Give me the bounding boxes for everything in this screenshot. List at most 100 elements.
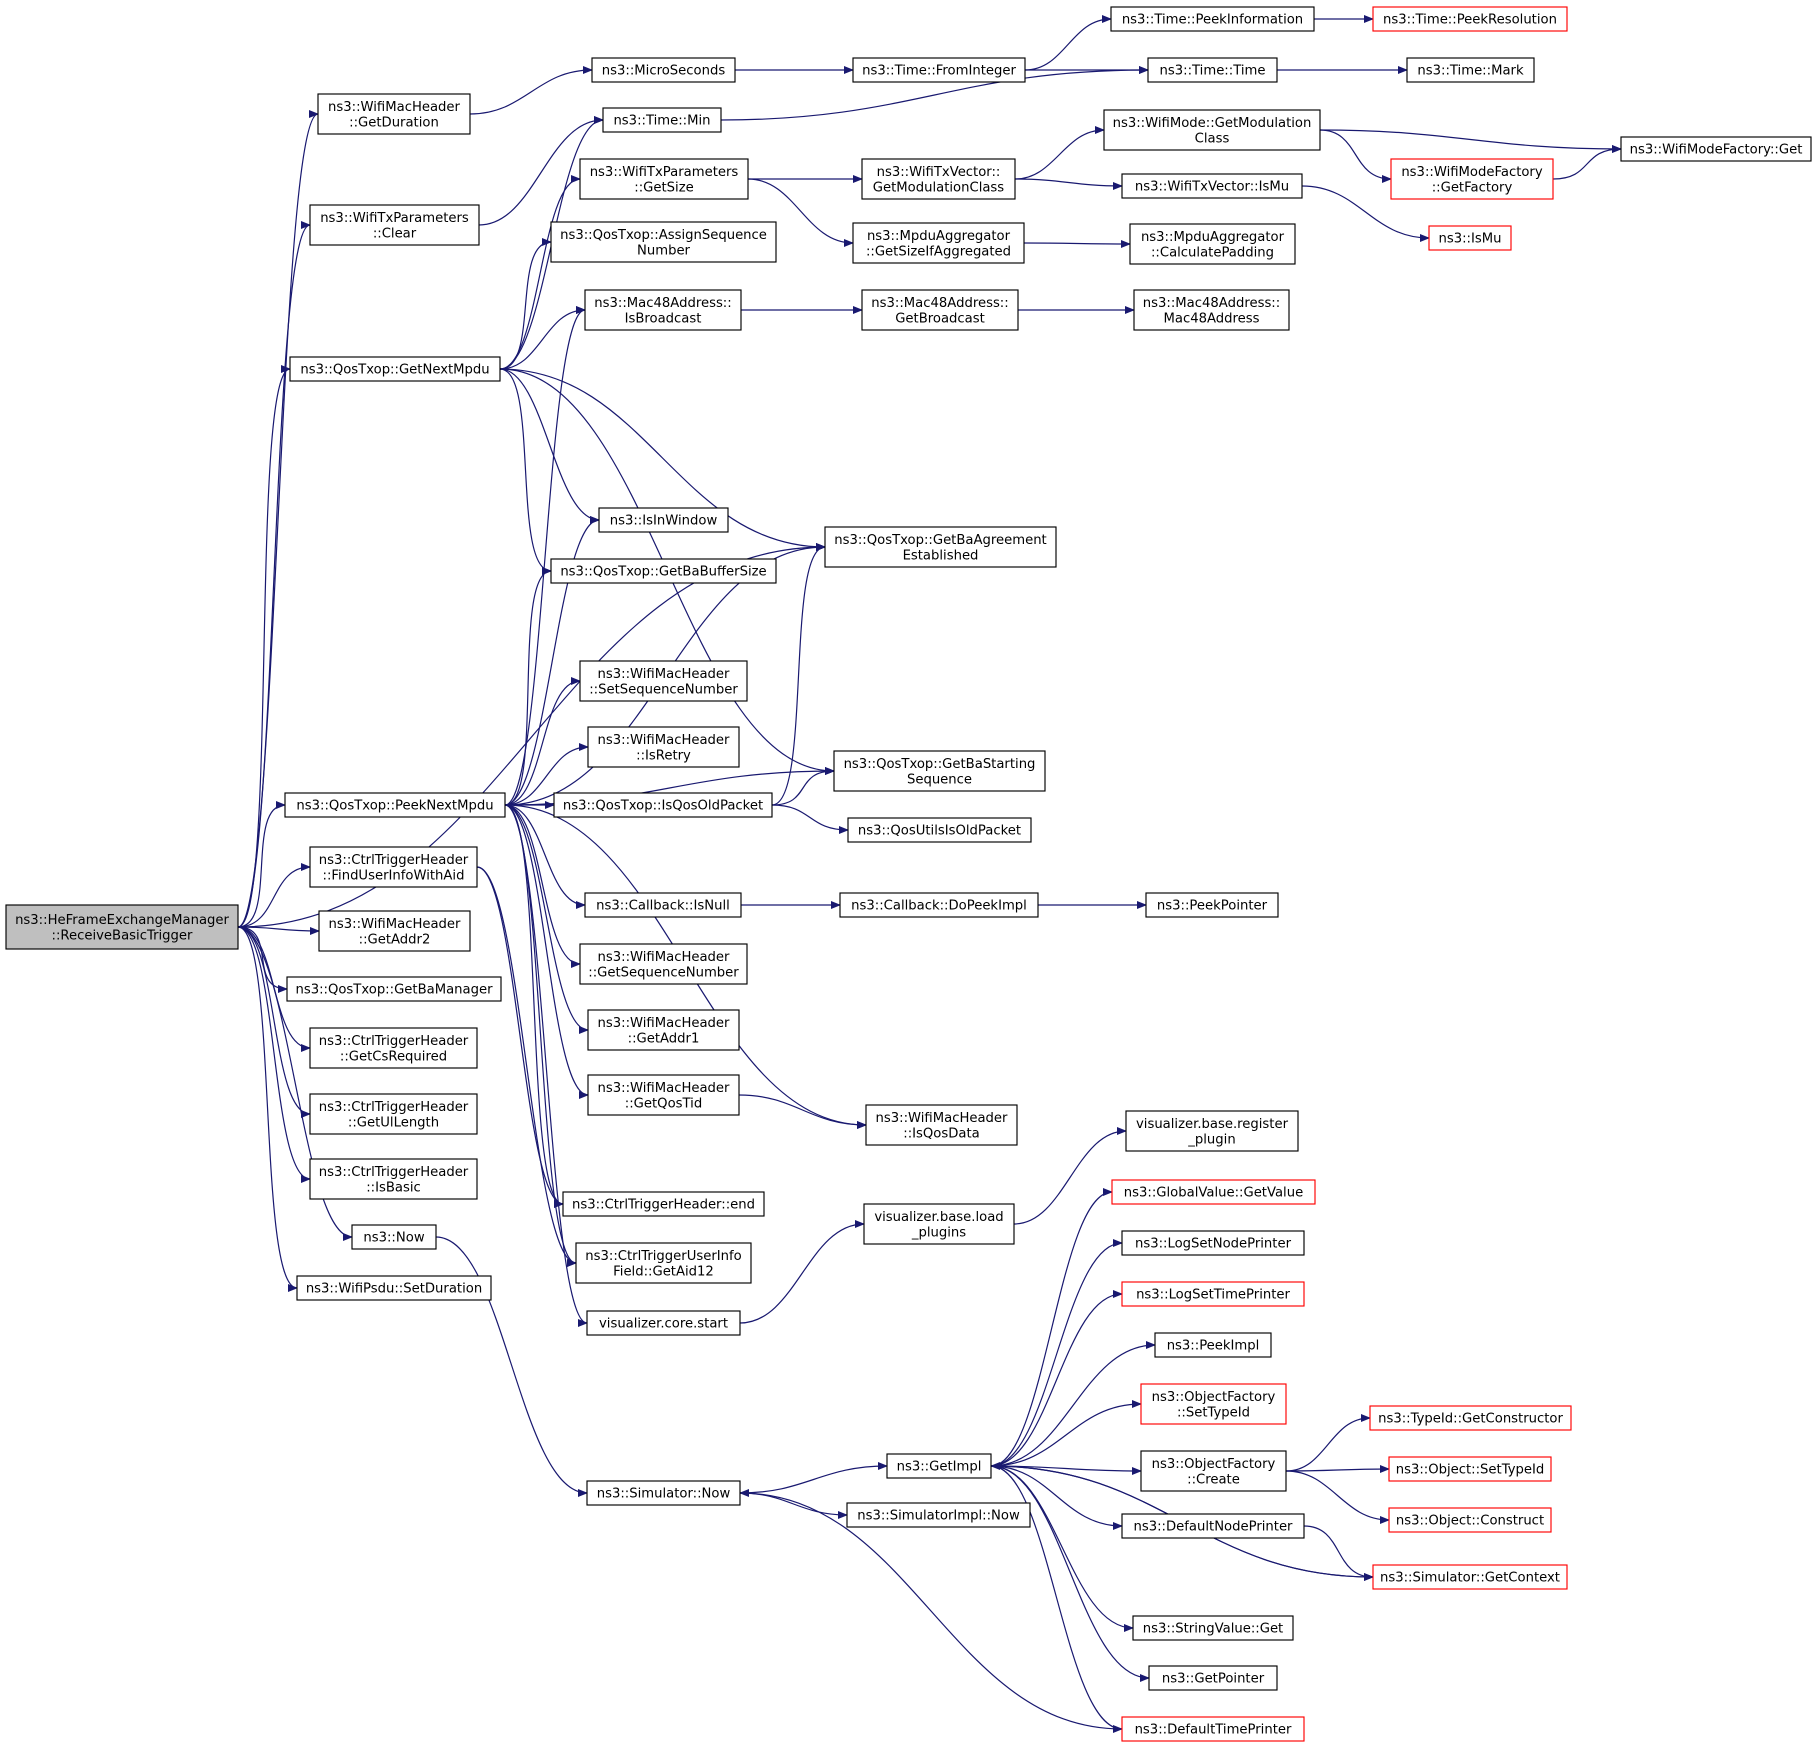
node-box[interactable] bbox=[286, 976, 502, 1002]
node-box[interactable] bbox=[861, 289, 1019, 331]
node-getnext[interactable]: ns3::QosTxop::GetNextMpdu bbox=[289, 356, 501, 382]
node-vreg[interactable]: visualizer.base.register_plugin bbox=[1125, 1110, 1299, 1152]
node-box[interactable] bbox=[553, 792, 773, 818]
node-txvmu[interactable]: ns3::WifiTxVector::IsMu bbox=[1121, 173, 1303, 199]
node-box[interactable] bbox=[598, 507, 729, 533]
node-micro[interactable]: ns3::MicroSeconds bbox=[591, 57, 736, 83]
node-txpsize[interactable]: ns3::WifiTxParameters::GetSize bbox=[579, 158, 749, 200]
node-box[interactable] bbox=[1110, 6, 1315, 32]
node-box[interactable] bbox=[1406, 57, 1535, 83]
node-ullen[interactable]: ns3::CtrlTriggerHeader::GetUlLength bbox=[309, 1093, 478, 1135]
node-peekres[interactable]: ns3::Time::PeekResolution bbox=[1372, 6, 1568, 32]
node-box[interactable] bbox=[1133, 289, 1290, 331]
node-vload[interactable]: visualizer.base.load_plugins bbox=[863, 1203, 1015, 1245]
node-objcons[interactable]: ns3::Object::Construct bbox=[1388, 1507, 1552, 1533]
node-simimplnow[interactable]: ns3::SimulatorImpl::Now bbox=[846, 1502, 1031, 1528]
node-deftime[interactable]: ns3::DefaultTimePrinter bbox=[1121, 1716, 1305, 1742]
node-box[interactable] bbox=[1388, 1456, 1552, 1482]
node-box[interactable] bbox=[1121, 173, 1303, 199]
node-box[interactable] bbox=[824, 526, 1057, 568]
node-box[interactable] bbox=[309, 204, 480, 246]
node-ofcreate[interactable]: ns3::ObjectFactory::Create bbox=[1140, 1450, 1287, 1492]
node-box[interactable] bbox=[586, 1310, 741, 1336]
node-box[interactable] bbox=[550, 558, 777, 584]
node-peekimpl[interactable]: ns3::PeekImpl bbox=[1154, 1332, 1272, 1358]
node-now[interactable]: ns3::Now bbox=[351, 1224, 437, 1250]
node-getctor[interactable]: ns3::TypeId::GetConstructor bbox=[1369, 1405, 1572, 1431]
node-simnow[interactable]: ns3::Simulator::Now bbox=[586, 1480, 741, 1506]
node-box[interactable] bbox=[1140, 1383, 1287, 1425]
node-cbnull[interactable]: ns3::Callback::IsNull bbox=[584, 892, 742, 918]
node-box[interactable] bbox=[1145, 892, 1279, 918]
node-box[interactable] bbox=[309, 1158, 478, 1200]
node-box[interactable] bbox=[309, 1093, 478, 1135]
node-setseq[interactable]: ns3::WifiMacHeader::SetSequenceNumber bbox=[579, 660, 748, 702]
node-box[interactable] bbox=[833, 750, 1046, 792]
node-box[interactable] bbox=[1372, 6, 1568, 32]
node-gvget[interactable]: ns3::GlobalValue::GetValue bbox=[1111, 1179, 1316, 1205]
node-babuf[interactable]: ns3::QosTxop::GetBaBufferSize bbox=[550, 558, 777, 584]
node-box[interactable] bbox=[602, 107, 722, 133]
node-box[interactable] bbox=[296, 1275, 492, 1301]
node-lognode[interactable]: ns3::LogSetNodePrinter bbox=[1121, 1230, 1305, 1256]
node-objsettype[interactable]: ns3::Object::SetTypeId bbox=[1388, 1456, 1552, 1482]
node-isbcast[interactable]: ns3::Mac48Address::IsBroadcast bbox=[584, 289, 742, 331]
node-box[interactable] bbox=[562, 1191, 765, 1217]
node-box[interactable] bbox=[289, 356, 501, 382]
node-getctx[interactable]: ns3::Simulator::GetContext bbox=[1372, 1564, 1568, 1590]
node-peekptr[interactable]: ns3::PeekPointer bbox=[1145, 892, 1279, 918]
node-finduser[interactable]: ns3::CtrlTriggerHeader::FindUserInfoWith… bbox=[309, 846, 478, 888]
node-txpclr[interactable]: ns3::WifiTxParameters::Clear bbox=[309, 204, 480, 246]
node-box[interactable] bbox=[579, 943, 748, 985]
node-getimpl[interactable]: ns3::GetImpl bbox=[886, 1453, 992, 1479]
node-peeknext[interactable]: ns3::QosTxop::PeekNextMpdu bbox=[284, 792, 506, 818]
node-box[interactable] bbox=[591, 57, 736, 83]
node-getbcast[interactable]: ns3::Mac48Address::GetBroadcast bbox=[861, 289, 1019, 331]
node-box[interactable] bbox=[1369, 1405, 1572, 1431]
node-strget[interactable]: ns3::StringValue::Get bbox=[1132, 1615, 1294, 1641]
node-isretry[interactable]: ns3::WifiMacHeader::IsRetry bbox=[587, 726, 740, 768]
node-mark[interactable]: ns3::Time::Mark bbox=[1406, 57, 1535, 83]
node-box[interactable] bbox=[1147, 57, 1278, 83]
node-getseq[interactable]: ns3::WifiMacHeader::GetSequenceNumber bbox=[579, 943, 748, 985]
node-qosold[interactable]: ns3::QosUtilsIsOldPacket bbox=[847, 817, 1032, 843]
node-box[interactable] bbox=[586, 1480, 741, 1506]
node-box[interactable] bbox=[5, 904, 239, 950]
node-modeget[interactable]: ns3::WifiMode::GetModulationClass bbox=[1103, 109, 1321, 151]
node-ofsettype[interactable]: ns3::ObjectFactory::SetTypeId bbox=[1140, 1383, 1287, 1425]
node-box[interactable] bbox=[839, 892, 1039, 918]
node-box[interactable] bbox=[1140, 1450, 1287, 1492]
node-box[interactable] bbox=[846, 1502, 1031, 1528]
node-box[interactable] bbox=[1121, 1281, 1305, 1307]
node-timemin[interactable]: ns3::Time::Min bbox=[602, 107, 722, 133]
node-box[interactable] bbox=[1154, 1332, 1272, 1358]
node-txvmod[interactable]: ns3::WifiTxVector::GetModulationClass bbox=[861, 158, 1016, 200]
node-box[interactable] bbox=[579, 660, 748, 702]
node-box[interactable] bbox=[587, 1074, 740, 1116]
node-box[interactable] bbox=[587, 726, 740, 768]
node-box[interactable] bbox=[1388, 1507, 1552, 1533]
node-isinwin[interactable]: ns3::IsInWindow bbox=[598, 507, 729, 533]
node-isqosdata[interactable]: ns3::WifiMacHeader::IsQosData bbox=[865, 1104, 1018, 1146]
node-box[interactable] bbox=[1111, 1179, 1316, 1205]
node-box[interactable] bbox=[351, 1224, 437, 1250]
node-bamgr[interactable]: ns3::QosTxop::GetBaManager bbox=[286, 976, 502, 1002]
node-box[interactable] bbox=[863, 1203, 1015, 1245]
node-timetime[interactable]: ns3::Time::Time bbox=[1147, 57, 1278, 83]
node-qostid[interactable]: ns3::WifiMacHeader::GetQosTid bbox=[587, 1074, 740, 1116]
node-whdur[interactable]: ns3::WifiMacHeader::GetDuration bbox=[317, 93, 471, 135]
node-box[interactable] bbox=[579, 158, 749, 200]
node-box[interactable] bbox=[317, 93, 471, 135]
node-addr1[interactable]: ns3::WifiMacHeader::GetAddr1 bbox=[587, 1009, 740, 1051]
node-root[interactable]: ns3::HeFrameExchangeManager::ReceiveBasi… bbox=[5, 904, 239, 950]
node-fromint[interactable]: ns3::Time::FromInteger bbox=[852, 57, 1026, 83]
node-box[interactable] bbox=[318, 910, 471, 952]
node-csreq[interactable]: ns3::CtrlTriggerHeader::GetCsRequired bbox=[309, 1027, 478, 1069]
node-peekinfo[interactable]: ns3::Time::PeekInformation bbox=[1110, 6, 1315, 32]
node-ctend[interactable]: ns3::CtrlTriggerHeader::end bbox=[562, 1191, 765, 1217]
node-defnode[interactable]: ns3::DefaultNodePrinter bbox=[1121, 1513, 1305, 1539]
node-box[interactable] bbox=[865, 1104, 1018, 1146]
